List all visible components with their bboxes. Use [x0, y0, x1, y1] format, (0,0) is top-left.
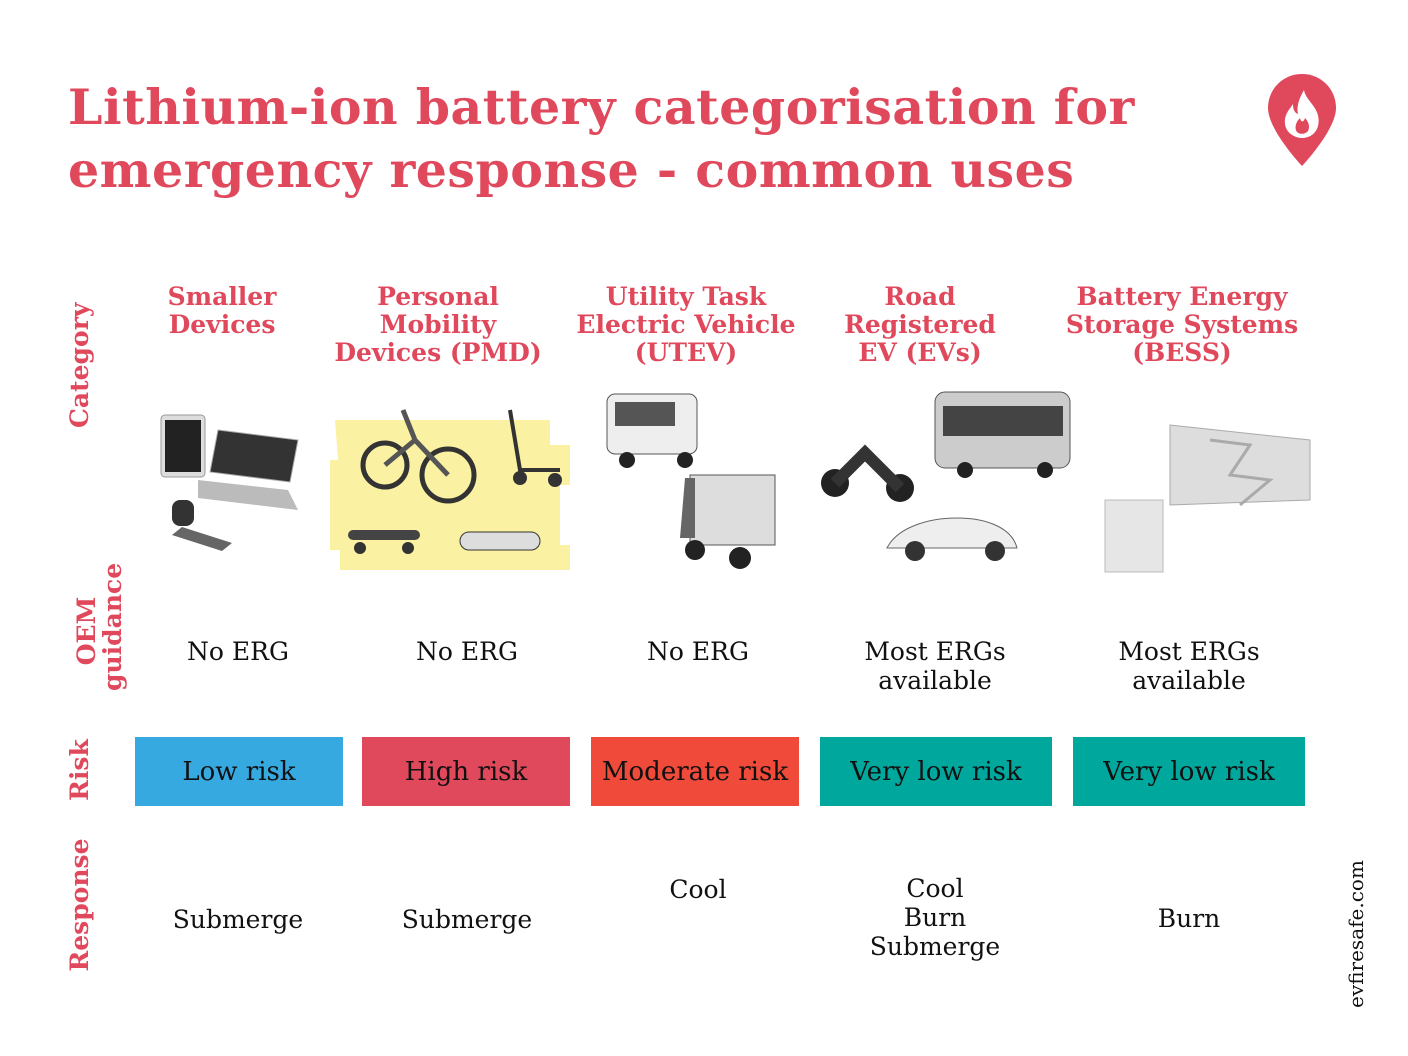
category-line: Battery Energy — [1076, 282, 1288, 311]
smaller-devices-image — [160, 414, 299, 551]
category-line: (BESS) — [1132, 338, 1232, 367]
pmd-image — [330, 409, 570, 570]
road-ev-image — [821, 391, 1071, 561]
oem-guidance-text: No ERG — [347, 637, 587, 666]
response-text: Submerge — [118, 905, 358, 934]
category-line: Personal — [377, 282, 499, 311]
response-line: Submerge — [401, 905, 533, 934]
risk-badge: High risk — [362, 737, 570, 806]
row-label-oem-line1: OEM — [72, 596, 101, 666]
response-text: Cool — [578, 875, 818, 904]
response-line: Submerge — [172, 905, 304, 934]
category-line: Registered — [844, 310, 996, 339]
category-line: Mobility — [379, 310, 497, 339]
oem-line: No ERG — [416, 637, 518, 666]
response-line: Submerge — [869, 932, 1001, 961]
category-line: Utility Task — [605, 282, 767, 311]
row-label-oem-line2: guidance — [98, 562, 127, 691]
category-line: Devices — [168, 310, 276, 339]
category-line: Devices (PMD) — [334, 338, 542, 367]
page-title: Lithium-ion battery categorisation for e… — [68, 76, 1135, 202]
response-line: Cool — [669, 875, 727, 904]
response-line: Cool — [906, 874, 964, 903]
oem-line: Most ERGs — [864, 637, 1006, 666]
title-line-2: emergency response - common uses — [68, 141, 1075, 199]
risk-badge: Very low risk — [820, 737, 1052, 806]
category-line: Smaller — [167, 282, 277, 311]
utev-image — [606, 393, 776, 569]
oem-line: No ERG — [647, 637, 749, 666]
category-line: (UTEV) — [634, 338, 738, 367]
response-line: Burn — [903, 903, 967, 932]
risk-badge: Moderate risk — [591, 737, 799, 806]
row-label-response: Response — [65, 838, 94, 972]
risk-badge: Low risk — [135, 737, 343, 806]
category-line: Storage Systems — [1065, 310, 1299, 339]
row-label-oem-guidance: OEM guidance — [72, 562, 127, 691]
response-text: Submerge — [347, 905, 587, 934]
row-label-risk: Risk — [65, 739, 94, 801]
oem-line: Most ERGs — [1118, 637, 1260, 666]
oem-line: available — [1132, 666, 1246, 695]
risk-badge: Very low risk — [1073, 737, 1305, 806]
category-line: EV (EVs) — [858, 338, 982, 367]
bess-image — [1104, 424, 1311, 573]
oem-guidance-text: No ERG — [118, 637, 358, 666]
oem-line: available — [878, 666, 992, 695]
category-line: Electric Vehicle — [576, 310, 796, 339]
response-text: Burn — [1069, 904, 1309, 933]
flame-pin-logo-icon — [1268, 74, 1336, 166]
response-line: Burn — [1157, 904, 1221, 933]
oem-guidance-text: No ERG — [578, 637, 818, 666]
website-url: evfiresafe.com — [1344, 860, 1368, 1008]
category-line: Road — [884, 282, 956, 311]
oem-line: No ERG — [187, 637, 289, 666]
title-line-1: Lithium-ion battery categorisation for — [68, 78, 1135, 136]
row-label-category: Category — [65, 302, 94, 428]
